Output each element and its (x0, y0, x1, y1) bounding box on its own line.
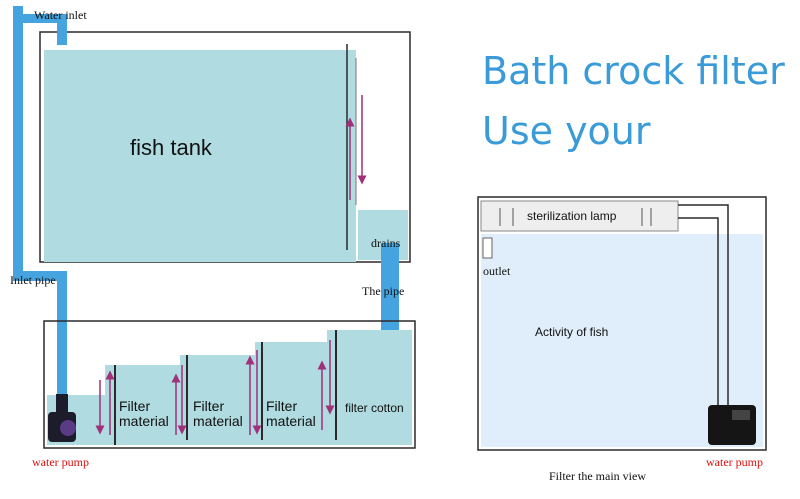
filter-material-2-line2: material (193, 413, 243, 429)
inlet-pipe (13, 6, 67, 395)
pump-pipe-outer (678, 204, 729, 410)
water-pump-left-icon (48, 394, 76, 442)
water-inlet-label: Water inlet (34, 8, 87, 22)
filter-material-1-line2: material (119, 413, 169, 429)
main-view-outline (477, 196, 767, 451)
sterilization-lamp-box (480, 200, 679, 232)
sterilization-lamp-label: sterilization lamp (527, 209, 617, 223)
drain-pipe (381, 243, 399, 349)
sump-outline (43, 320, 416, 449)
water-pump-right-label: water pump (706, 455, 763, 469)
water-pump-right-icon (708, 405, 756, 445)
headline-line2: Use your (482, 109, 651, 153)
filter-material-2-line1: Filter (193, 398, 225, 414)
filter-material-3-line1: Filter (266, 398, 298, 414)
outlet-label: outlet (483, 264, 511, 278)
filter-material-1-line1: Filter (119, 398, 151, 414)
pump-pipe-inner (678, 217, 719, 410)
filter-material-3-line2: material (266, 413, 316, 429)
headline-line1: Bath crock filter (482, 49, 785, 93)
outlet-slot (482, 237, 493, 259)
the-pipe-label: The pipe (362, 284, 405, 298)
fish-tank-label: fish tank (130, 135, 212, 160)
inlet-pipe-label: Inlet pipe (10, 273, 56, 287)
drains-label: drains (371, 236, 401, 250)
inlet-pipe-top (13, 14, 67, 23)
activity-of-fish-label: Activity of fish (535, 325, 609, 339)
water-pump-left-label: water pump (32, 455, 89, 469)
filter-cotton-label: filter cotton (345, 401, 404, 415)
fish-tank-water (44, 50, 356, 262)
sump-water-5 (327, 330, 412, 445)
sump-water-3 (180, 355, 255, 445)
filter-main-view-label: Filter the main view (549, 469, 646, 483)
sump-water-4 (255, 342, 327, 445)
sump-water-2 (105, 365, 180, 445)
